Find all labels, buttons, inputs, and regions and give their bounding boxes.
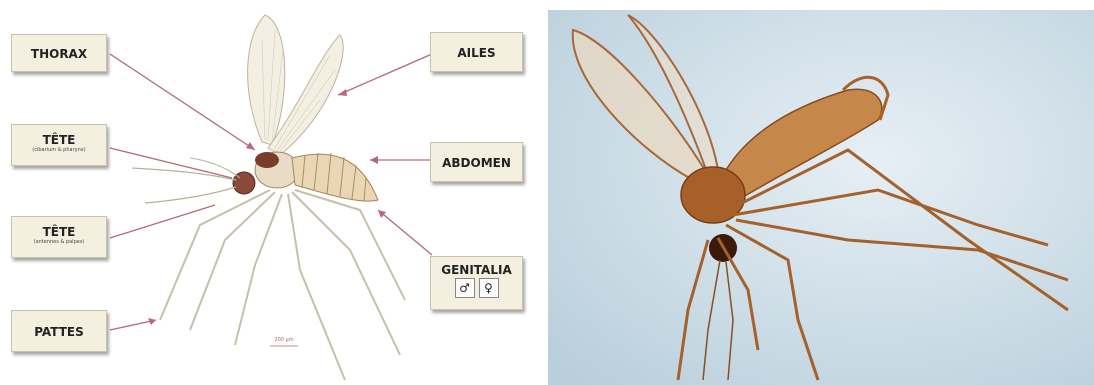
label-tete-antennes: TÊTE (antennes & palpes)	[11, 216, 107, 258]
scale-bar-label: 200 µm	[274, 337, 293, 343]
label-pattes-text: PATTES	[34, 325, 84, 339]
label-ailes-text: AILES	[457, 46, 495, 60]
label-tete-cibarium-text: TÊTE	[43, 133, 76, 147]
label-abdomen-text: ABDOMEN	[442, 156, 511, 170]
male-symbol-icon: ♂	[455, 278, 475, 298]
label-tete-cibarium: TÊTE (cibarium & pharynx)	[11, 124, 107, 166]
label-abdomen: ABDOMEN	[430, 142, 523, 182]
annotated-diagram-panel: 200 µm THORAX TÊTE (cibarium & pharynx) …	[0, 0, 535, 385]
label-tete-cibarium-sub: (cibarium & pharynx)	[12, 147, 106, 154]
label-genitalia: GENITALIA ♂♀	[430, 256, 523, 310]
label-ailes: AILES	[430, 32, 523, 72]
label-pattes: PATTES	[11, 310, 107, 352]
sandfly-photo	[548, 10, 1094, 385]
label-tete-antennes-text: TÊTE	[43, 225, 76, 239]
label-tete-antennes-sub: (antennes & palpes)	[12, 239, 106, 246]
sandfly-photo-panel	[548, 10, 1094, 385]
label-thorax-text: THORAX	[31, 47, 87, 61]
label-thorax: THORAX	[11, 34, 107, 72]
female-symbol-icon: ♀	[479, 278, 499, 298]
label-genitalia-text: GENITALIA	[441, 263, 512, 277]
